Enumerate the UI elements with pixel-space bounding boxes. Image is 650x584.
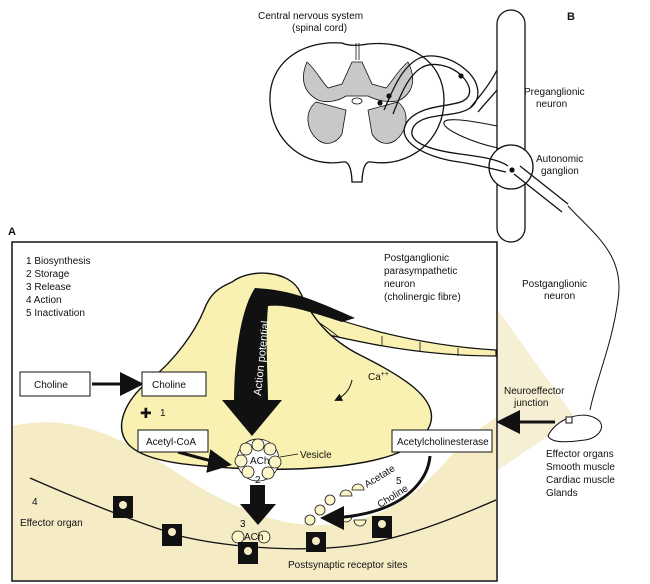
choline-outside-label: Choline bbox=[34, 380, 68, 391]
parasym-line-1: Postganglionic bbox=[384, 253, 449, 264]
postganglionic-label-2: neuron bbox=[544, 291, 575, 302]
vesicle-cluster bbox=[234, 438, 282, 482]
cns-title-1: Central nervous system bbox=[258, 11, 363, 22]
neuroeffector-label-2: junction bbox=[513, 398, 548, 409]
preganglionic-label-1: Preganglionic bbox=[524, 87, 585, 98]
postganglionic-fibre bbox=[513, 165, 620, 411]
acetylcholinesterase-box bbox=[391, 429, 493, 453]
parasym-line-3: neuron bbox=[384, 279, 415, 290]
postsynaptic-membrane bbox=[29, 477, 497, 550]
autonomic-label-2: ganglion bbox=[541, 166, 579, 177]
step-3: 3 Release bbox=[26, 282, 71, 293]
inactivation-number: 5 bbox=[396, 476, 402, 487]
acetyl-coa-label: Acetyl-CoA bbox=[146, 437, 196, 448]
acetyl-coa-box bbox=[137, 429, 209, 453]
preganglionic-label-2: neuron bbox=[536, 99, 567, 110]
effector-organs-1: Effector organs bbox=[546, 449, 614, 460]
plus-icon: ✚ bbox=[140, 405, 152, 421]
effector-tissue bbox=[13, 418, 496, 580]
panel-a-label: A bbox=[8, 226, 16, 238]
receptor-notches bbox=[119, 501, 386, 555]
storage-number: 2 bbox=[255, 475, 261, 486]
vesicle-ach-label: ACh bbox=[250, 456, 269, 467]
effector-organs-4: Glands bbox=[546, 488, 578, 499]
acetylcholinesterase-label: Acetylcholinesterase bbox=[397, 437, 489, 448]
action-potential-band bbox=[234, 288, 355, 402]
choline-outside-box bbox=[19, 371, 91, 397]
reuptake-arrow bbox=[177, 449, 232, 473]
ca-label: Ca++ bbox=[368, 371, 389, 383]
cleft-ach-label: ACh bbox=[244, 532, 263, 543]
biosynthesis-number: 1 bbox=[160, 408, 166, 419]
effector-organ-label: Effector organ bbox=[20, 518, 83, 529]
ca-arrow bbox=[334, 379, 353, 401]
choline-inside-label: Choline bbox=[152, 380, 186, 391]
cns-title-2: (spinal cord) bbox=[292, 23, 347, 34]
step-4: 4 Action bbox=[26, 295, 62, 306]
junction-marker bbox=[565, 416, 573, 424]
sympathetic-chain bbox=[488, 9, 534, 243]
effector-organs-list: Effector organs Smooth muscle Cardiac mu… bbox=[546, 449, 615, 499]
step-2: 2 Storage bbox=[26, 269, 70, 280]
released-ach bbox=[231, 530, 271, 544]
release-number: 3 bbox=[240, 519, 246, 530]
step-5: 5 Inactivation bbox=[26, 308, 85, 319]
vesicle-label: Vesicle bbox=[300, 450, 332, 461]
effector-organs-3: Cardiac muscle bbox=[546, 475, 615, 486]
action-number: 4 bbox=[32, 497, 38, 508]
postganglionic-label-1: Postganglionic bbox=[522, 279, 587, 290]
action-potential-arrowhead bbox=[222, 400, 282, 436]
neuroeffector-label-1: Neuroeffector bbox=[504, 386, 565, 397]
vesicle-pointer bbox=[279, 453, 299, 458]
effector-organs-2: Smooth muscle bbox=[546, 462, 615, 473]
spinal-cord-cross-section bbox=[269, 42, 445, 183]
release-arrow bbox=[240, 485, 276, 525]
choline-inside-box bbox=[141, 371, 207, 397]
presynaptic-terminal bbox=[120, 272, 433, 470]
parasym-line-2: parasympathetic bbox=[384, 266, 457, 277]
neuron-cell-bodies bbox=[377, 73, 515, 173]
parasym-line-4: (cholinergic fibre) bbox=[384, 292, 461, 303]
inactivation-arrow bbox=[320, 455, 432, 530]
postgang-parasym-label: Postganglionic parasympathetic neuron (c… bbox=[384, 253, 461, 303]
panel-b-label: B bbox=[567, 11, 575, 23]
receptor-sites-label: Postsynaptic receptor sites bbox=[288, 560, 408, 571]
autonomic-label-1: Autonomic bbox=[536, 154, 583, 165]
steps-list: 1 Biosynthesis 2 Storage 3 Release 4 Act… bbox=[26, 256, 90, 319]
preganglionic-fibre bbox=[383, 55, 509, 173]
step-1: 1 Biosynthesis bbox=[26, 256, 90, 267]
